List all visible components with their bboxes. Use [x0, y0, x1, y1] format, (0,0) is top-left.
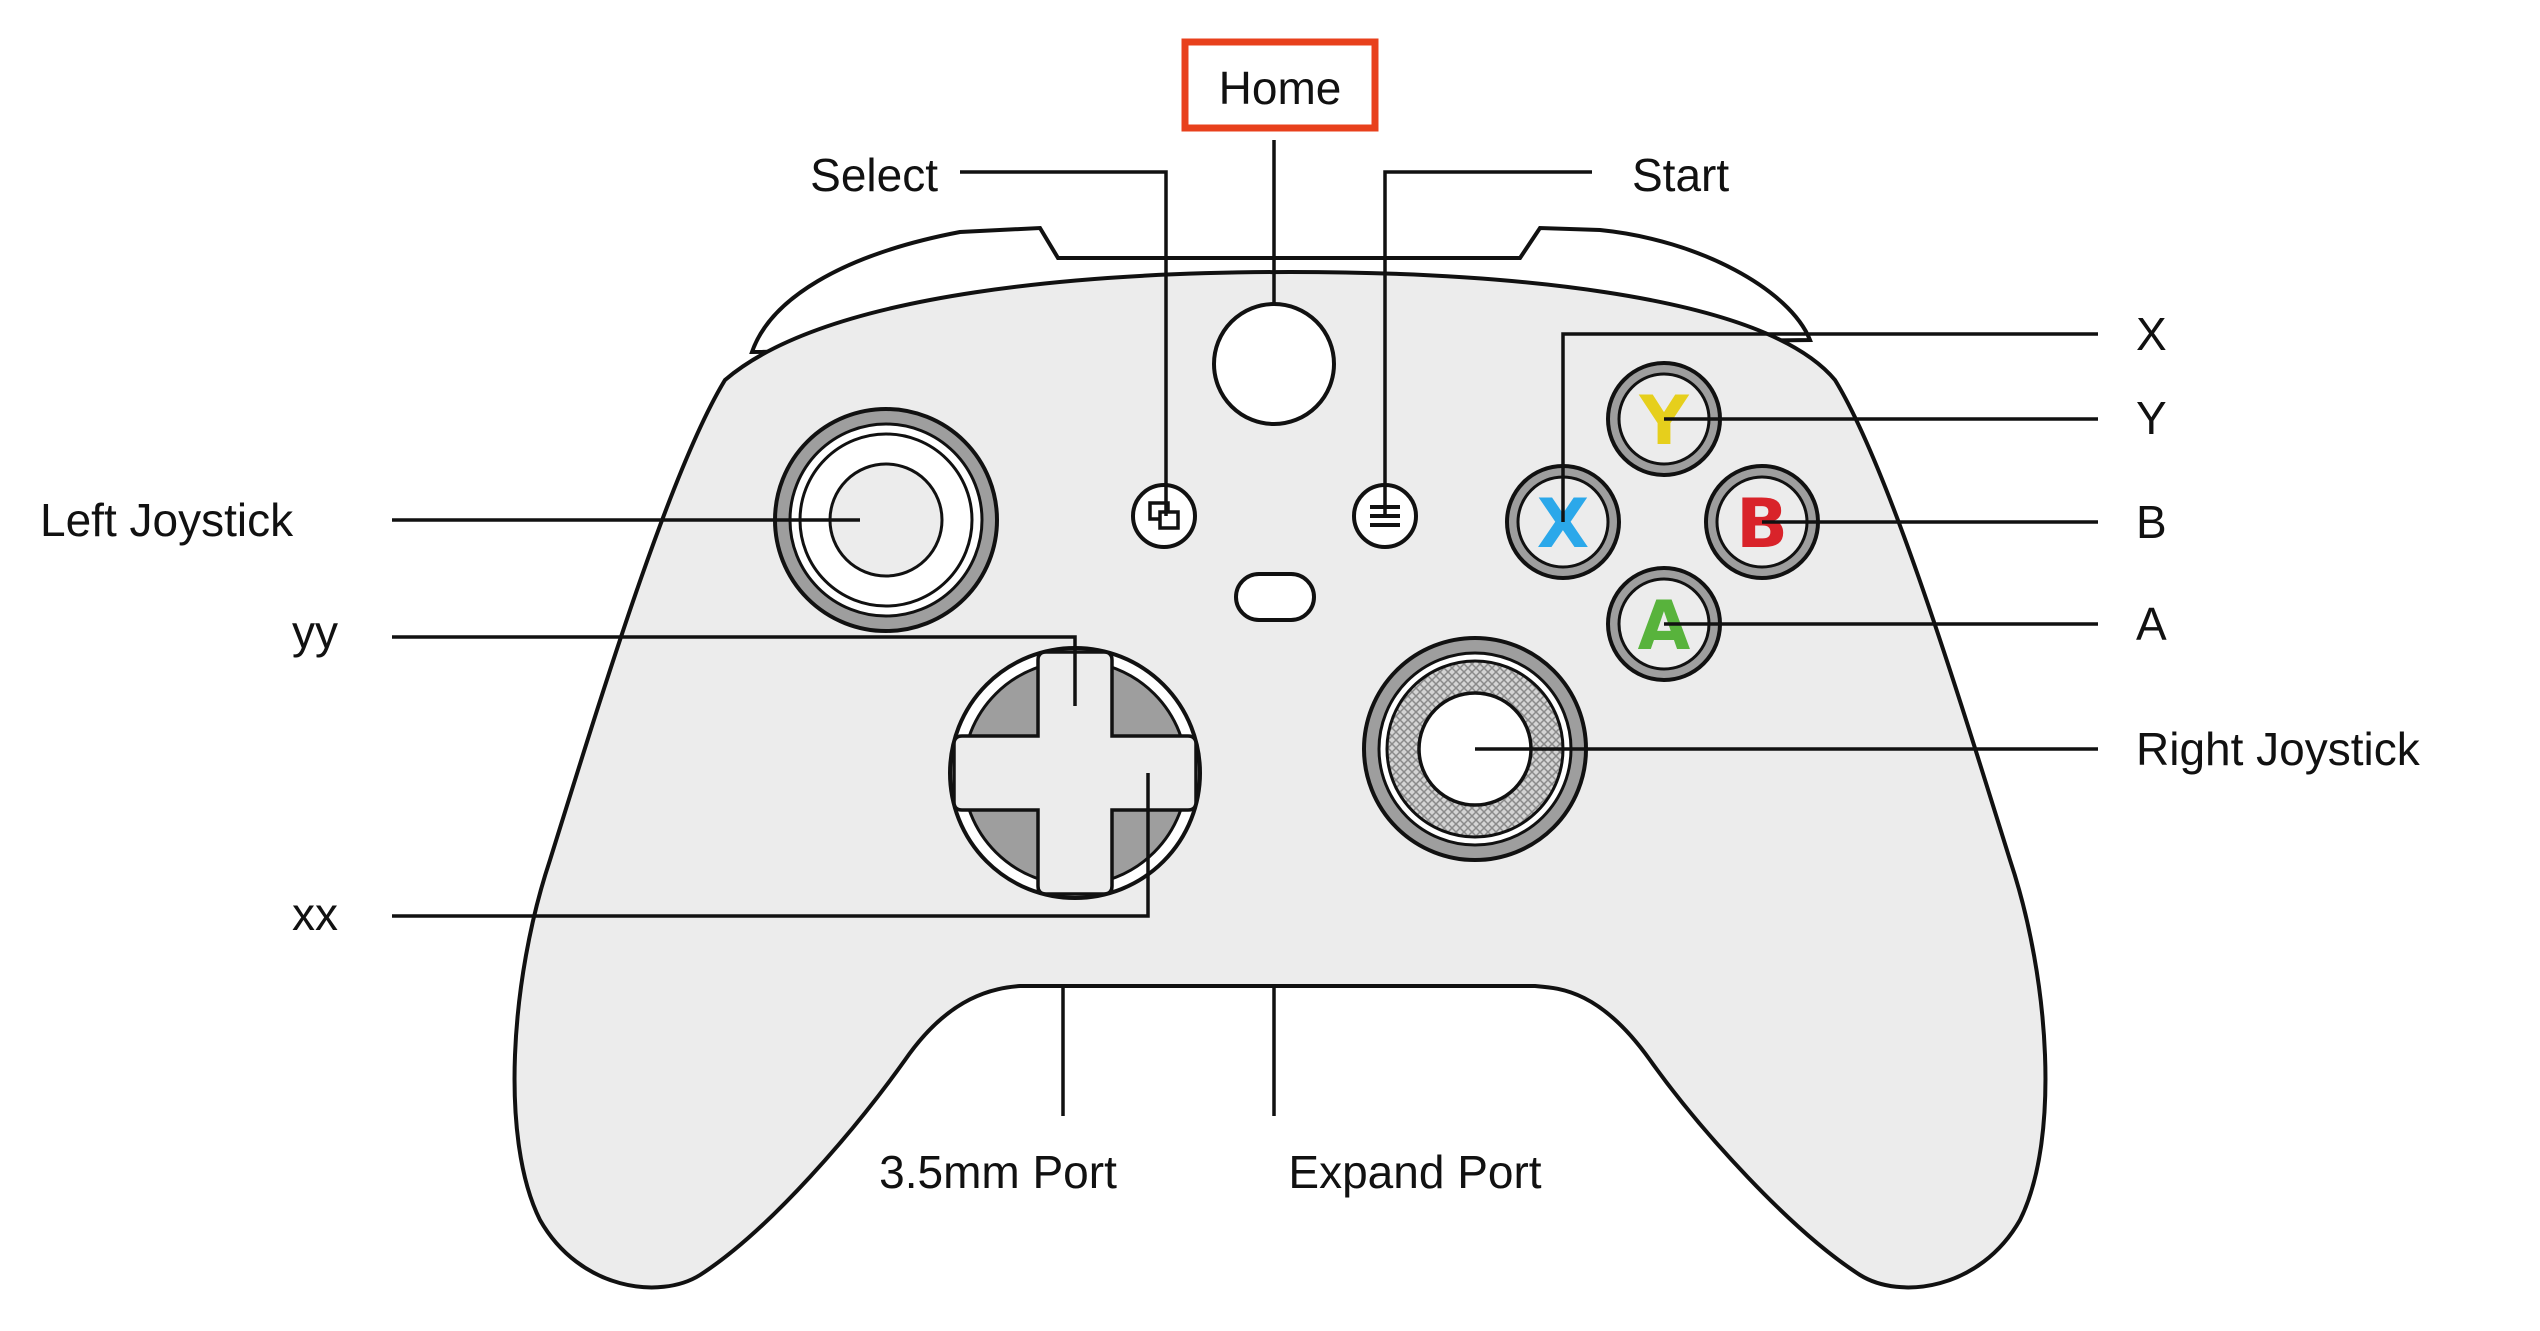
expand-port-label: Expand Port — [1288, 1146, 1541, 1198]
home-highlight-box — [1181, 38, 1379, 132]
share-button[interactable] — [1234, 572, 1316, 622]
leader-lines — [392, 140, 2098, 1116]
a-button-letter: A — [1638, 587, 1691, 666]
yy-label: yy — [292, 606, 338, 658]
select-label: Select — [810, 149, 938, 201]
y-label: Y — [2136, 392, 2167, 444]
select-button[interactable] — [1131, 483, 1197, 549]
select-leader — [960, 170, 1168, 516]
y-button-letter: Y — [1638, 382, 1689, 461]
start-leader — [1383, 170, 1592, 516]
a-label: A — [2136, 598, 2167, 650]
start-label: Start — [1632, 149, 1729, 201]
x-leader — [1561, 332, 2098, 522]
home-button[interactable] — [1212, 302, 1336, 426]
right-joystick-label: Right Joystick — [2136, 723, 2421, 775]
b-button-letter: B — [1736, 485, 1788, 564]
b-label: B — [2136, 496, 2167, 548]
home-label: Home — [1219, 62, 1342, 114]
yy-leader — [392, 635, 1077, 706]
left-joystick-label: Left Joystick — [40, 494, 294, 546]
port-35mm-label: 3.5mm Port — [879, 1146, 1117, 1198]
xx-leader — [392, 773, 1150, 918]
x-label: X — [2136, 308, 2167, 360]
xx-label: xx — [292, 888, 338, 940]
d-pad[interactable] — [948, 646, 1202, 900]
